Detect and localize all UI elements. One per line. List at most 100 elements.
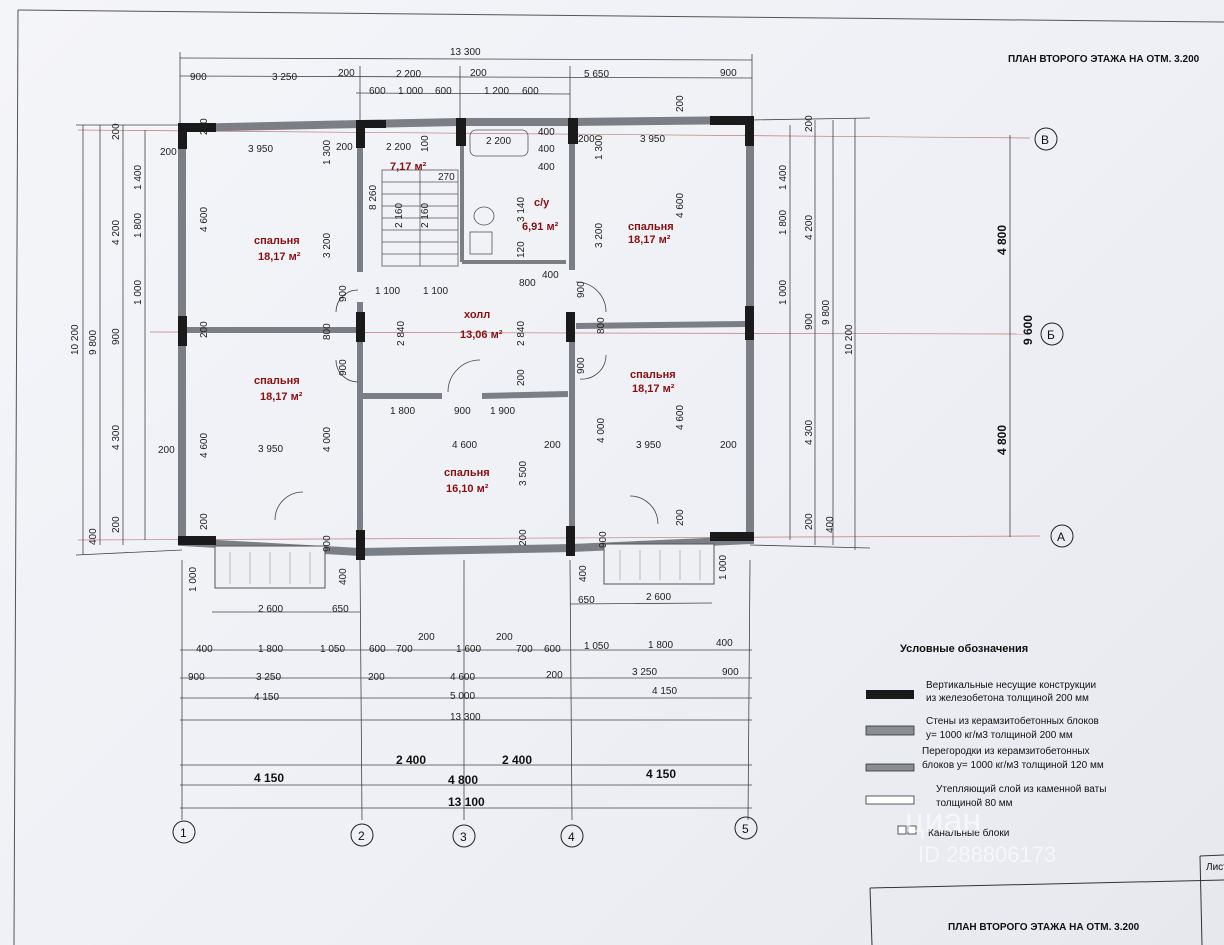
dim-right-part3: 4 300 — [804, 420, 815, 445]
dim-hall-7: 900 — [338, 359, 349, 376]
dim-left-part1: 4 200 — [111, 220, 122, 245]
axis-marker-5: 5 — [734, 816, 758, 840]
dim-bot-b12: 1 800 — [648, 640, 673, 651]
dim-hall-2: 1 100 — [423, 286, 448, 297]
dim-axis-2400-1: 2 400 — [396, 753, 426, 767]
dim-bed3-depth: 4 600 — [675, 193, 686, 218]
dim-left-small-3: 1 800 — [133, 213, 144, 238]
room-area-bedroom-4: 18,17 м² — [632, 383, 675, 395]
dim-bed4-s1: 200 — [720, 440, 737, 451]
dim-hall-3: 2 840 — [396, 321, 407, 346]
dim-top-1: 900 — [190, 72, 207, 83]
dim-right-small-4: 1 000 — [778, 280, 789, 305]
dim-wc-3: 400 — [538, 144, 555, 155]
room-area-hall: 13,06 м² — [460, 329, 503, 341]
room-area-bedroom-3: 18,17 м² — [628, 234, 671, 246]
dim-bot-b3: 1 050 — [320, 644, 345, 655]
dim-right-axis-1: 4 800 — [995, 225, 1009, 255]
legend-item-4-line2: толщиной 80 мм — [936, 798, 1013, 809]
dim-bot-b5: 700 — [396, 644, 413, 655]
dim-right-mid: 9 800 — [821, 300, 832, 325]
dim-top-6: 5 650 — [584, 69, 609, 80]
staircase — [381, 169, 459, 267]
dim-top-3: 200 — [338, 68, 355, 79]
legend-item-5-line1: Канальные блоки — [928, 827, 1009, 839]
dim-bot-c3: 200 — [368, 672, 385, 683]
dim-bot-a4: 2 600 — [646, 592, 671, 603]
sheet-label: Лист — [1206, 862, 1224, 873]
dim-right-small-2: 1 400 — [778, 165, 789, 190]
dim-bot-a1: 2 600 — [258, 604, 283, 615]
dim-bed3-s2: 200 — [675, 95, 686, 112]
dim-bed4-width: 3 950 — [636, 440, 661, 451]
axis-label-4: 4 — [568, 830, 575, 844]
room-name-bedroom-3: спальня — [628, 221, 674, 233]
dim-bed1-h2: 3 200 — [322, 233, 333, 258]
title-stamp — [869, 854, 1224, 945]
dim-axis-4800: 4 800 — [448, 773, 478, 787]
horizontal-axis-marker-v: В — [1034, 127, 1058, 151]
legend-item-3-line2: блоков у= 1000 кг/м3 толщиной 120 мм — [922, 759, 1104, 771]
axis-label-b: Б — [1047, 328, 1055, 342]
dim-wc-4: 400 — [538, 162, 555, 173]
dim-right-part2: 900 — [804, 313, 815, 330]
room-name-bedroom-2: спальня — [254, 375, 300, 387]
dim-left-part2: 900 — [111, 328, 122, 345]
room-area-bedroom-5: 16,10 м² — [446, 483, 489, 495]
dim-left-small-6: 200 — [111, 516, 122, 533]
watermark-id: ID 288806173 — [918, 842, 1056, 867]
dim-bed4-s2: 200 — [675, 509, 686, 526]
drawing-title: ПЛАН ВТОРОГО ЭТАЖА НА ОТМ. 3.200 — [1008, 54, 1200, 65]
room-name-bedroom-5: спальня — [444, 467, 490, 479]
dim-center-5: 3 500 — [518, 461, 529, 486]
load-bearing-columns — [178, 116, 754, 560]
dim-left-part3: 4 300 — [111, 425, 122, 450]
inner-walls — [186, 124, 747, 552]
dim-axis-2400-2: 2 400 — [502, 753, 532, 767]
dim-wc-2: 400 — [538, 127, 555, 138]
dim-axis-total: 13 100 — [448, 795, 485, 809]
dim-bot-c4: 4 600 — [450, 672, 475, 683]
room-area-bedroom-1: 18,17 м² — [258, 251, 301, 263]
dim-hall-1: 1 100 — [375, 286, 400, 297]
stamp-title: ПЛАН ВТОРОГО ЭТАЖА НА ОТМ. 3.200 — [948, 922, 1140, 933]
legend-swatch-3 — [865, 763, 915, 772]
dim-bed1-s2: 200 — [160, 147, 177, 158]
room-area-wc: 6,91 м² — [522, 221, 559, 233]
dim-left-small-5: 400 — [88, 528, 99, 545]
bathroom-fixtures — [469, 129, 529, 255]
dim-bed2-depth: 4 600 — [199, 433, 210, 458]
legend-item-1-line2: из железобетона толщиной 200 мм — [926, 692, 1089, 704]
dim-left-small-1: 200 — [111, 123, 122, 140]
dim-left-mid: 9 800 — [88, 330, 99, 355]
dim-bed2-s1: 200 — [158, 445, 175, 456]
dim-hall-5: 800 — [519, 278, 536, 289]
watermark-brand: циан — [905, 802, 981, 840]
axis-marker-4: 4 — [560, 824, 584, 848]
dim-right-small-5: 400 — [825, 516, 836, 533]
dim-bed4-depth: 4 600 — [675, 405, 686, 430]
dim-balc-3: 900 — [322, 535, 333, 552]
dim-top2-2: 1 000 — [398, 86, 423, 97]
dim-stair-4: 2 160 — [394, 203, 405, 228]
dim-bot-b13: 400 — [716, 638, 733, 649]
dim-axis-4150-1: 4 150 — [254, 771, 284, 785]
dim-stair-2: 100 — [420, 135, 431, 152]
axis-label-5: 5 — [742, 822, 749, 836]
dim-balc-1: 1 000 — [188, 567, 199, 592]
dim-bed3-h2: 3 200 — [594, 223, 605, 248]
legend-swatch-4 — [865, 795, 915, 805]
dim-bed1-s1: 200 — [336, 142, 353, 153]
dim-stair-step: 270 — [438, 172, 455, 183]
dim-bot-b2: 1 800 — [258, 644, 283, 655]
dim-center-8: 200 — [199, 118, 210, 135]
dim-top2-4: 1 200 — [484, 86, 509, 97]
dim-right-outer: 10 200 — [844, 324, 855, 355]
left-dimension-lines — [75, 124, 183, 556]
dim-stair-5: 2 160 — [420, 203, 431, 228]
dim-bed1-h3: 1 300 — [322, 140, 333, 165]
dim-center-6: 200 — [544, 440, 561, 451]
dims-bottom-row-d: 4 150 5 000 4 150 — [254, 686, 677, 703]
legend-item-4-line1: Утепляющий слой из каменной ваты — [936, 784, 1106, 795]
